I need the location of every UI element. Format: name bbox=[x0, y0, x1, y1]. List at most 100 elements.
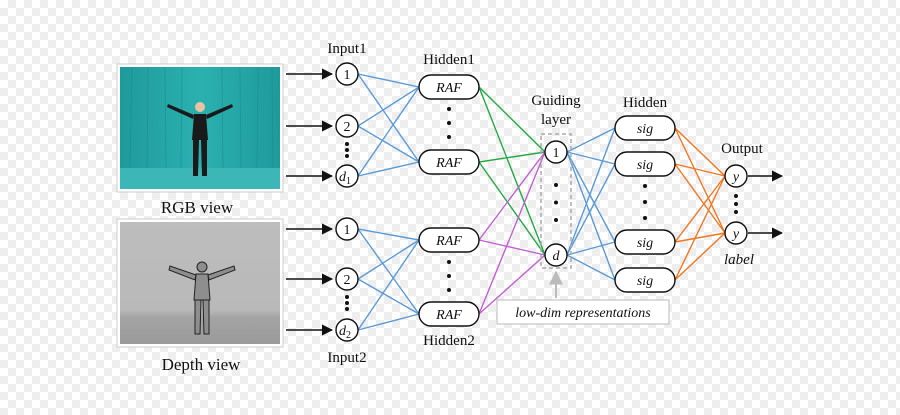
hidden2-unit-2-label: RAF bbox=[435, 308, 462, 323]
input1-node-1: 1 bbox=[335, 62, 359, 86]
edge-hidden-output bbox=[674, 127, 726, 234]
edge-input2-hidden2 bbox=[357, 239, 420, 331]
rgb-view-caption: RGB view bbox=[161, 198, 234, 217]
input1-node-2-label: 2 bbox=[344, 120, 351, 135]
person-silhouette bbox=[167, 102, 233, 176]
output-title: Output bbox=[721, 141, 764, 157]
edge-hidden-output bbox=[674, 232, 726, 281]
hidden1-title: Hidden1 bbox=[423, 52, 475, 68]
edge-hidden-output bbox=[674, 175, 726, 281]
guiding-title-line1: Guiding bbox=[531, 93, 581, 109]
input2-ellipsis bbox=[345, 295, 349, 311]
hidden-unit-2: sig bbox=[614, 151, 676, 177]
hidden1-ellipsis bbox=[447, 107, 451, 139]
rgb-image bbox=[116, 63, 284, 193]
annotation-text: low-dim representations bbox=[515, 306, 651, 321]
edge-guiding-hidden bbox=[566, 127, 616, 256]
edge-input1-hidden1 bbox=[357, 73, 420, 163]
input2-node-1: 1 bbox=[335, 217, 359, 241]
edge-input2-hidden2 bbox=[357, 228, 420, 315]
network-edges bbox=[357, 73, 726, 331]
edge-input1-hidden1 bbox=[357, 73, 420, 88]
depth-person-silhouette bbox=[168, 261, 236, 335]
hidden2-ellipsis bbox=[447, 260, 451, 292]
output-caption: label bbox=[724, 252, 754, 268]
hidden-ellipsis bbox=[643, 184, 647, 220]
input2-node-2: 2 bbox=[335, 267, 359, 291]
depth-view-caption: Depth view bbox=[162, 355, 242, 374]
edge-guiding-hidden bbox=[566, 254, 616, 281]
edge-hidden1-guiding bbox=[478, 151, 546, 163]
hidden-unit-4: sig bbox=[614, 267, 676, 293]
hidden1-unit-2-label: RAF bbox=[435, 156, 462, 171]
edge-input2-hidden2 bbox=[357, 228, 420, 241]
edge-hidden1-guiding bbox=[478, 86, 546, 256]
hidden2-unit-1-label: RAF bbox=[435, 234, 462, 249]
hidden2-title: Hidden2 bbox=[423, 333, 475, 349]
guiding-node-2: d bbox=[544, 243, 568, 267]
edge-input1-hidden1 bbox=[357, 86, 420, 127]
hidden2-unit-1: RAF bbox=[418, 227, 480, 253]
hidden-unit-2-label: sig bbox=[637, 158, 653, 173]
edge-hidden1-guiding bbox=[478, 86, 546, 153]
guiding-node-1-label: 1 bbox=[553, 146, 560, 161]
input1-ellipsis bbox=[345, 142, 349, 158]
hidden-unit-3-label: sig bbox=[637, 236, 653, 251]
edge-guiding-hidden bbox=[566, 163, 616, 256]
guiding-title-line2: layer bbox=[541, 112, 571, 128]
network-nodes: 1 2 d1 1 2 d2 RAF RAF RAF RAF 1 d sig sig sig sig y y bbox=[335, 62, 748, 342]
input1-title: Input1 bbox=[327, 41, 366, 57]
edge-hidden2-guiding bbox=[478, 239, 546, 256]
hidden1-unit-1-label: RAF bbox=[435, 81, 462, 96]
edge-hidden2-guiding bbox=[478, 151, 546, 241]
hidden-unit-4-label: sig bbox=[637, 274, 653, 289]
edge-guiding-hidden bbox=[566, 151, 616, 281]
output-node-2: y bbox=[724, 221, 748, 245]
edge-input2-hidden2 bbox=[357, 278, 420, 315]
hidden2-unit-2: RAF bbox=[418, 301, 480, 327]
input2-title: Input2 bbox=[327, 350, 366, 366]
edge-hidden2-guiding bbox=[478, 254, 546, 315]
edge-input2-hidden2 bbox=[357, 239, 420, 280]
guiding-node-1: 1 bbox=[544, 140, 568, 164]
hidden-title: Hidden bbox=[623, 95, 668, 111]
edge-hidden-output bbox=[674, 232, 726, 243]
guiding-ellipsis bbox=[554, 183, 558, 222]
output-node-1: y bbox=[724, 164, 748, 188]
edge-hidden-output bbox=[674, 163, 726, 234]
edge-hidden1-guiding bbox=[478, 161, 546, 256]
edge-input1-hidden1 bbox=[357, 86, 420, 177]
edge-guiding-hidden bbox=[566, 127, 616, 153]
input1-node-2: 2 bbox=[335, 114, 359, 138]
edge-input2-hidden2 bbox=[357, 313, 420, 331]
image-input-arrows bbox=[286, 68, 334, 336]
edge-hidden-output bbox=[674, 163, 726, 177]
guiding-node-2-label: d bbox=[553, 249, 561, 264]
output-arrows bbox=[748, 170, 784, 239]
input1-node-3: d1 bbox=[335, 164, 359, 188]
depth-image bbox=[116, 218, 284, 348]
edge-guiding-hidden bbox=[566, 151, 616, 243]
input2-node-2-label: 2 bbox=[344, 273, 351, 288]
hidden-unit-1: sig bbox=[614, 115, 676, 141]
edge-hidden-output bbox=[674, 175, 726, 243]
edge-input1-hidden1 bbox=[357, 125, 420, 163]
output-node-1-label: y bbox=[731, 170, 740, 185]
output-node-2-label: y bbox=[731, 227, 740, 242]
hidden1-unit-1: RAF bbox=[418, 74, 480, 100]
edge-guiding-hidden bbox=[566, 241, 616, 256]
output-ellipsis bbox=[734, 194, 738, 214]
edge-input1-hidden1 bbox=[357, 161, 420, 177]
input2-node-3: d2 bbox=[335, 318, 359, 342]
hidden-unit-1-label: sig bbox=[637, 122, 653, 137]
guiding-layer-frame bbox=[540, 133, 572, 269]
input2-node-1-label: 1 bbox=[344, 223, 351, 238]
edge-hidden2-guiding bbox=[478, 151, 546, 315]
hidden1-unit-2: RAF bbox=[418, 149, 480, 175]
edge-hidden-output bbox=[674, 127, 726, 177]
input1-node-1-label: 1 bbox=[344, 68, 351, 83]
edge-guiding-hidden bbox=[566, 151, 616, 165]
annotation-box bbox=[496, 299, 670, 325]
hidden-unit-3: sig bbox=[614, 229, 676, 255]
